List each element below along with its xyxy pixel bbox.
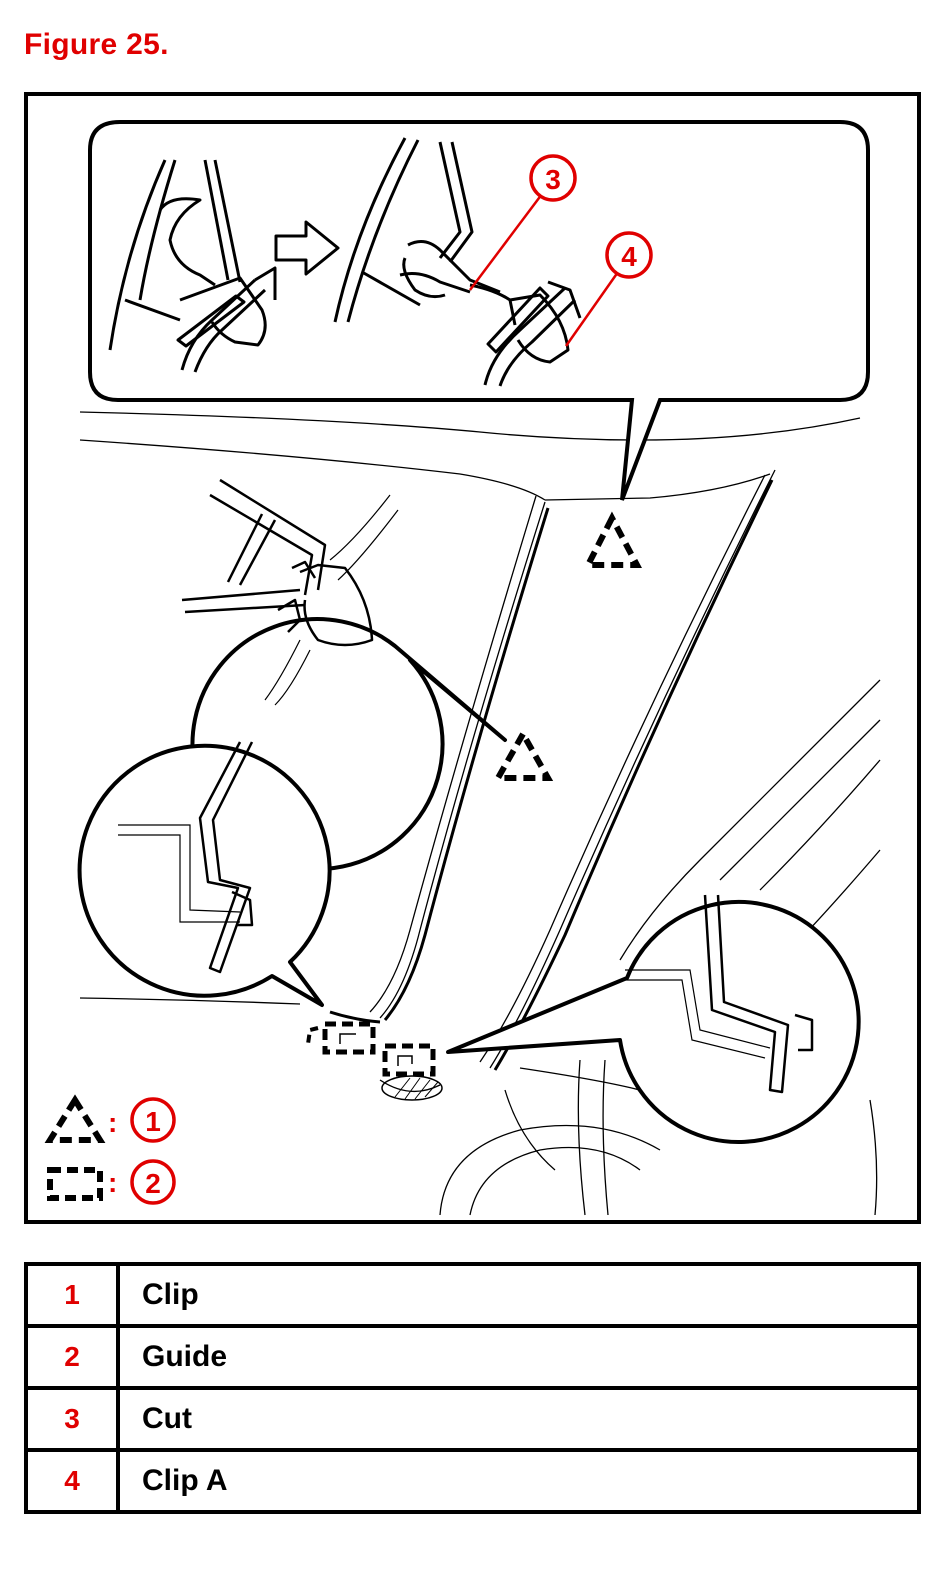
- row-number: 1: [24, 1262, 120, 1328]
- clip-location-triangle-middle: [492, 727, 554, 781]
- callout-leader-lines: [469, 193, 620, 347]
- guide-detail-drawing-left: [198, 741, 254, 974]
- guide-location-rect-lower: [382, 1043, 436, 1077]
- row-description: Cut: [116, 1386, 921, 1452]
- row-description: Clip A: [116, 1448, 921, 1514]
- callout-4-label: 4: [621, 241, 637, 272]
- legend-key-2-separator: :: [108, 1167, 117, 1198]
- clip-before-drawing: [108, 159, 277, 373]
- guide-location-rect-upper-left: [306, 1026, 319, 1045]
- legend-key-2-label: 2: [145, 1168, 161, 1199]
- callout-4-circle: [605, 231, 653, 279]
- legend-table: 1 Clip 2 Guide 3 Cut 4 Clip A: [24, 1262, 921, 1514]
- hatched-hole: [381, 1075, 443, 1101]
- diagram-frame: [24, 92, 921, 1224]
- guide-detail-bubble-left: [77, 743, 332, 1007]
- legend-key-1-label: 1: [145, 1106, 161, 1137]
- table-row: 1 Clip: [24, 1262, 921, 1328]
- row-description: Guide: [116, 1324, 921, 1390]
- guide-location-rect-upper: [322, 1021, 376, 1055]
- callout-3-circle: [529, 154, 577, 202]
- legend-rectangle-icon: [47, 1167, 103, 1201]
- table-row: 2 Guide: [24, 1324, 921, 1390]
- top-detail-bubble: [88, 120, 870, 501]
- vehicle-body-lines: [79, 411, 881, 1216]
- table-row: 3 Cut: [24, 1386, 921, 1452]
- clip-location-triangle-upper: [583, 511, 642, 568]
- transition-arrow-icon: [274, 220, 340, 276]
- table-row: 4 Clip A: [24, 1448, 921, 1514]
- legend-triangle-icon: [44, 1094, 106, 1143]
- guide-location-rect-upper-inner: [339, 1033, 356, 1044]
- clip-detail-thin-lines: [264, 494, 399, 706]
- guide-detail-bubble-right: [446, 900, 861, 1144]
- clip-detail-drawing: [181, 478, 374, 647]
- guide-location-rect-lower-inner: [397, 1055, 413, 1066]
- row-number: 2: [24, 1324, 120, 1390]
- legend-key-1-separator: :: [108, 1107, 117, 1138]
- legend-key-2-circle: [130, 1159, 176, 1205]
- callout-3-label: 3: [545, 164, 561, 195]
- guide-detail-drawing-right: [703, 894, 814, 1094]
- row-number: 4: [24, 1448, 120, 1514]
- guide-detail-thin-left: [118, 824, 241, 923]
- hatched-hole-lines: [394, 1077, 439, 1100]
- figure-title: Figure 25.: [24, 28, 169, 61]
- legend-key-1-circle: [130, 1097, 176, 1143]
- guide-detail-thin-right: [620, 969, 771, 1059]
- row-description: Clip: [116, 1262, 921, 1328]
- clip-after-drawing: [333, 137, 582, 387]
- row-number: 3: [24, 1386, 120, 1452]
